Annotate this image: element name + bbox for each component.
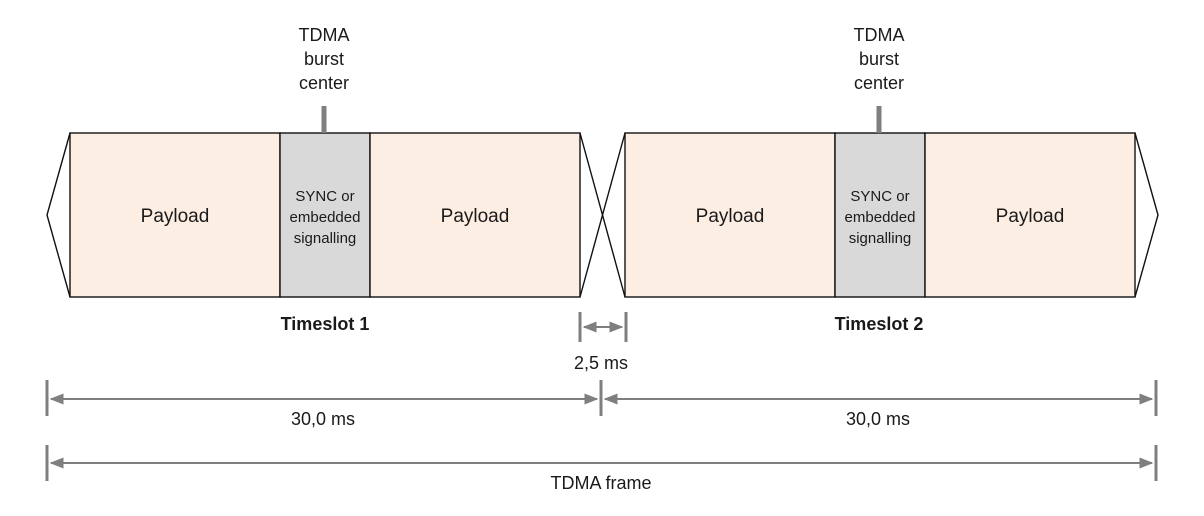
timeslot-2-name: Timeslot 2 <box>835 314 924 334</box>
timeslot-2-burst-center-label-line3: center <box>854 73 904 93</box>
timeslot-2-payload-right-label: Payload <box>996 206 1065 227</box>
timeslot-1-ramp-up <box>46 132 71 298</box>
timeslot-1-name: Timeslot 1 <box>281 314 370 334</box>
guard-time-label: 2,5 ms <box>574 353 628 373</box>
timeslot-1-payload-right-label: Payload <box>441 206 510 227</box>
frame-label: TDMA frame <box>550 473 651 493</box>
slot-duration-dimensions: 30,0 ms 30,0 ms <box>45 380 1158 429</box>
slot-2-duration-label: 30,0 ms <box>846 409 910 429</box>
timeslot-2-sync-label-line1: SYNC or <box>850 188 909 205</box>
timeslot-2-burst-center-label-line2: burst <box>859 49 899 69</box>
timeslot-2-payload-left-box <box>624 132 836 298</box>
timeslot-2-sync-label-line3: signalling <box>849 230 912 247</box>
timeslot-1-burst-center-label-line3: center <box>299 73 349 93</box>
timeslot-1-payload-left-label: Payload <box>141 206 210 227</box>
timeslot-2-ramp-down <box>1134 132 1159 298</box>
timeslot-1-sync-label-line2: embedded <box>290 209 361 226</box>
timeslot-1-burst-center-label-line1: TDMA <box>299 25 350 45</box>
timeslot-2-payload-right-box <box>924 132 1136 298</box>
timeslot-1-burst-center-label-line2: burst <box>304 49 344 69</box>
timeslot-1-sync-label-line1: SYNC or <box>295 188 354 205</box>
frame-dimension: TDMA frame <box>45 445 1158 493</box>
timeslot-2-payload-left-label: Payload <box>696 206 765 227</box>
timeslot-2-sync-box <box>834 132 926 298</box>
timeslot-1-sync-label-line3: signalling <box>294 230 357 247</box>
timeslot-1: TDMA burst center Payload SYNC or embedd… <box>46 25 581 334</box>
ramp-up-timeslot-2 <box>579 132 626 298</box>
guard-time-dimension: 2,5 ms <box>574 312 628 373</box>
timeslot-1-payload-left-box <box>69 132 281 298</box>
timeslot-1-payload-right-box <box>369 132 581 298</box>
timeslot-2: TDMA burst center Payload SYNC or embedd… <box>624 25 1159 334</box>
timeslot-2-sync-label-line2: embedded <box>845 209 916 226</box>
timeslot-2-burst-center-label-line1: TDMA <box>854 25 905 45</box>
slot-1-duration-label: 30,0 ms <box>291 409 355 429</box>
timeslot-1-sync-box <box>279 132 371 298</box>
